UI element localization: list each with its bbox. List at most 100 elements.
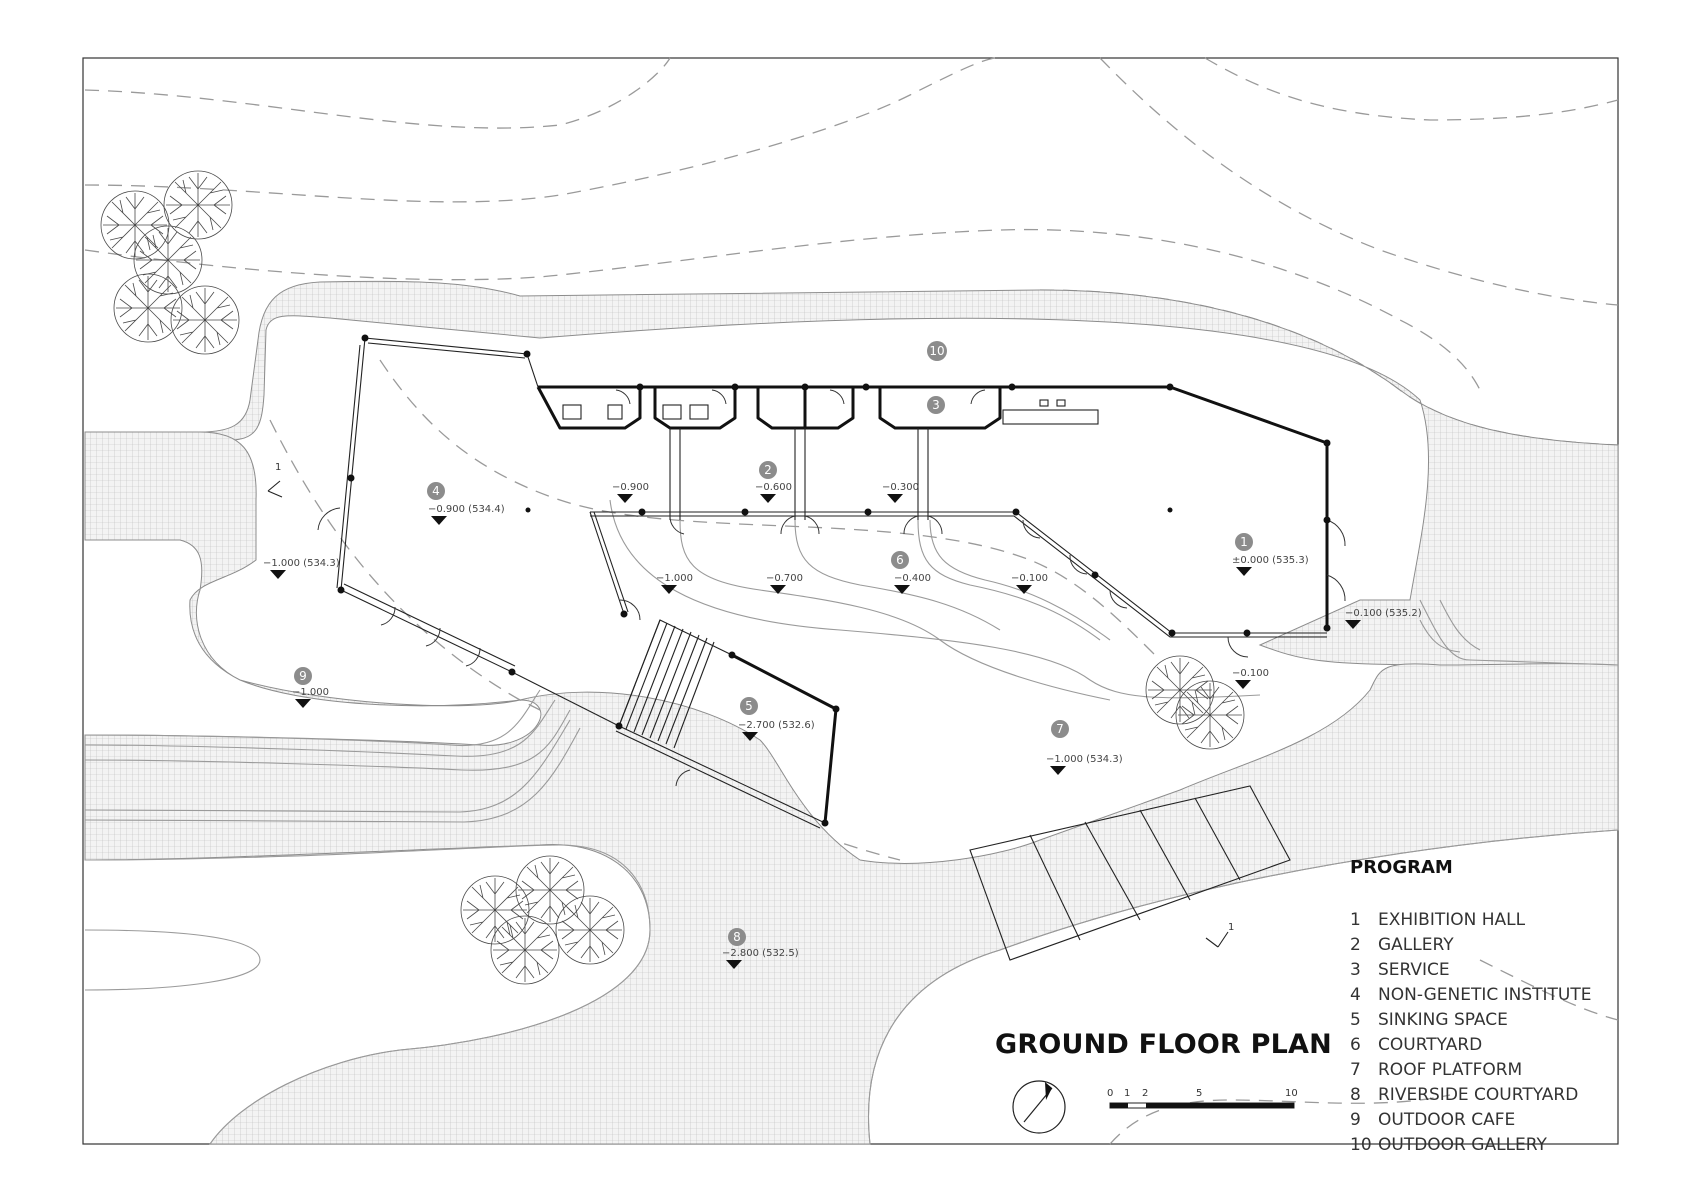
room-marker-7: 7: [1051, 720, 1069, 738]
plan-title: GROUND FLOOR PLAN: [995, 1029, 1332, 1060]
level-marker: −0.100: [1232, 668, 1269, 689]
level-marker: −2.800 (532.5): [722, 948, 799, 969]
svg-text:−1.000 (534.3): −1.000 (534.3): [1046, 754, 1123, 765]
svg-text:−0.700: −0.700: [766, 573, 803, 584]
svg-text:−2.700 (532.6): −2.700 (532.6): [738, 720, 815, 731]
svg-text:OUTDOOR GALLERY: OUTDOOR GALLERY: [1378, 1135, 1547, 1155]
stairs: [618, 619, 715, 749]
doors: [317, 389, 1346, 787]
svg-text:8: 8: [1350, 1085, 1361, 1105]
svg-text:2: 2: [1350, 935, 1361, 955]
level-marker: ±0.000 (535.3): [1232, 555, 1309, 576]
svg-text:SERVICE: SERVICE: [1378, 960, 1450, 980]
level-marker: −0.600: [755, 482, 792, 503]
svg-text:1: 1: [1240, 535, 1248, 549]
scale-bar: 0 1 2 5 10: [1107, 1088, 1298, 1109]
level-marker: −0.100 (535.2): [1345, 608, 1422, 629]
legend-item: 5 SINKING SPACE: [1350, 1010, 1508, 1030]
scale-tick-label: 5: [1196, 1088, 1202, 1099]
svg-text:−0.100: −0.100: [1232, 668, 1269, 679]
level-marker: −0.900 (534.4): [428, 504, 505, 525]
scale-tick-label: 1: [1124, 1088, 1130, 1099]
svg-text:−0.100: −0.100: [1011, 573, 1048, 584]
tree-symbol: [170, 285, 240, 355]
tree-symbol: [133, 225, 203, 295]
legend-item: 1 EXHIBITION HALL: [1350, 910, 1526, 930]
legend-item: 10 OUTDOOR GALLERY: [1350, 1135, 1547, 1155]
svg-text:−0.300: −0.300: [882, 482, 919, 493]
level-marker: −0.700: [766, 573, 803, 594]
svg-text:1: 1: [1350, 910, 1361, 930]
svg-text:7: 7: [1056, 722, 1064, 736]
svg-text:3: 3: [932, 398, 940, 412]
level-marker: −0.300: [882, 482, 919, 503]
svg-text:6: 6: [896, 553, 904, 567]
level-marker: −0.100: [1011, 573, 1048, 594]
level-marker: −0.400: [894, 573, 931, 594]
svg-text:−0.100 (535.2): −0.100 (535.2): [1345, 608, 1422, 619]
section-marker-b: 1: [1205, 922, 1234, 948]
svg-text:−1.000: −1.000: [292, 687, 329, 698]
tree-symbol: [163, 170, 233, 240]
ramp-strips: [969, 785, 1291, 961]
room-marker-6: 6: [891, 551, 909, 569]
svg-text:10: 10: [929, 344, 944, 358]
level-marker: −0.900: [612, 482, 649, 503]
svg-text:2: 2: [764, 463, 772, 477]
tree-symbol: [490, 915, 560, 985]
svg-text:1: 1: [275, 462, 281, 473]
path-lines: [84, 499, 1619, 1145]
tree-symbol: [113, 273, 183, 343]
north-arrow-icon: [1012, 1080, 1066, 1134]
room-marker-3: 3: [927, 396, 945, 414]
svg-text:8: 8: [733, 930, 741, 944]
columns: [337, 334, 1331, 827]
svg-text:5: 5: [1350, 1010, 1361, 1030]
svg-text:−0.400: −0.400: [894, 573, 931, 584]
svg-text:EXHIBITION HALL: EXHIBITION HALL: [1378, 910, 1526, 930]
svg-text:9: 9: [1350, 1110, 1361, 1130]
svg-text:SINKING SPACE: SINKING SPACE: [1378, 1010, 1508, 1030]
svg-text:10: 10: [1350, 1135, 1372, 1155]
legend-item: 8 RIVERSIDE COURTYARD: [1350, 1085, 1578, 1105]
legend-item: 9 OUTDOOR CAFE: [1350, 1110, 1515, 1130]
tree-symbol: [100, 190, 170, 260]
room-marker-5: 5: [740, 697, 758, 715]
svg-text:ROOF PLATFORM: ROOF PLATFORM: [1378, 1060, 1522, 1080]
svg-text:4: 4: [1350, 985, 1361, 1005]
level-marker: −1.000 (534.3): [1046, 754, 1123, 775]
svg-text:RIVERSIDE COURTYARD: RIVERSIDE COURTYARD: [1378, 1085, 1578, 1105]
svg-text:6: 6: [1350, 1035, 1361, 1055]
tree-symbol: [555, 895, 625, 965]
svg-text:−0.600: −0.600: [755, 482, 792, 493]
svg-text:−1.000: −1.000: [656, 573, 693, 584]
svg-text:4: 4: [432, 484, 440, 498]
level-marker: −1.000: [656, 573, 693, 594]
svg-text:1: 1: [1228, 922, 1234, 933]
room-marker-2: 2: [759, 461, 777, 479]
svg-text:−0.900: −0.900: [612, 482, 649, 493]
room-marker-4: 4: [427, 482, 445, 500]
room-number-markers: 1 2 3 4 5 6 7 8 9 10: [294, 341, 1253, 946]
level-annotations: ±0.000 (535.3) −0.600 −0.300 −0.900 (534…: [263, 482, 1422, 969]
legend-heading: PROGRAM: [1350, 857, 1453, 878]
room-marker-9: 9: [294, 667, 312, 685]
svg-text:9: 9: [299, 669, 307, 683]
svg-text:−1.000 (534.3): −1.000 (534.3): [263, 558, 340, 569]
building-walls: [336, 337, 1329, 829]
level-marker: −1.000 (534.3): [263, 558, 340, 579]
scale-tick-label: 2: [1142, 1088, 1148, 1099]
svg-text:NON-GENETIC INSTITUTE: NON-GENETIC INSTITUTE: [1378, 985, 1592, 1005]
level-marker: −2.700 (532.6): [738, 720, 815, 741]
svg-text:−2.800 (532.5): −2.800 (532.5): [722, 948, 799, 959]
tree-symbol: [1145, 655, 1215, 725]
tree-symbol: [1175, 680, 1245, 750]
room-marker-8: 8: [728, 928, 746, 946]
svg-text:OUTDOOR CAFE: OUTDOOR CAFE: [1378, 1110, 1515, 1130]
